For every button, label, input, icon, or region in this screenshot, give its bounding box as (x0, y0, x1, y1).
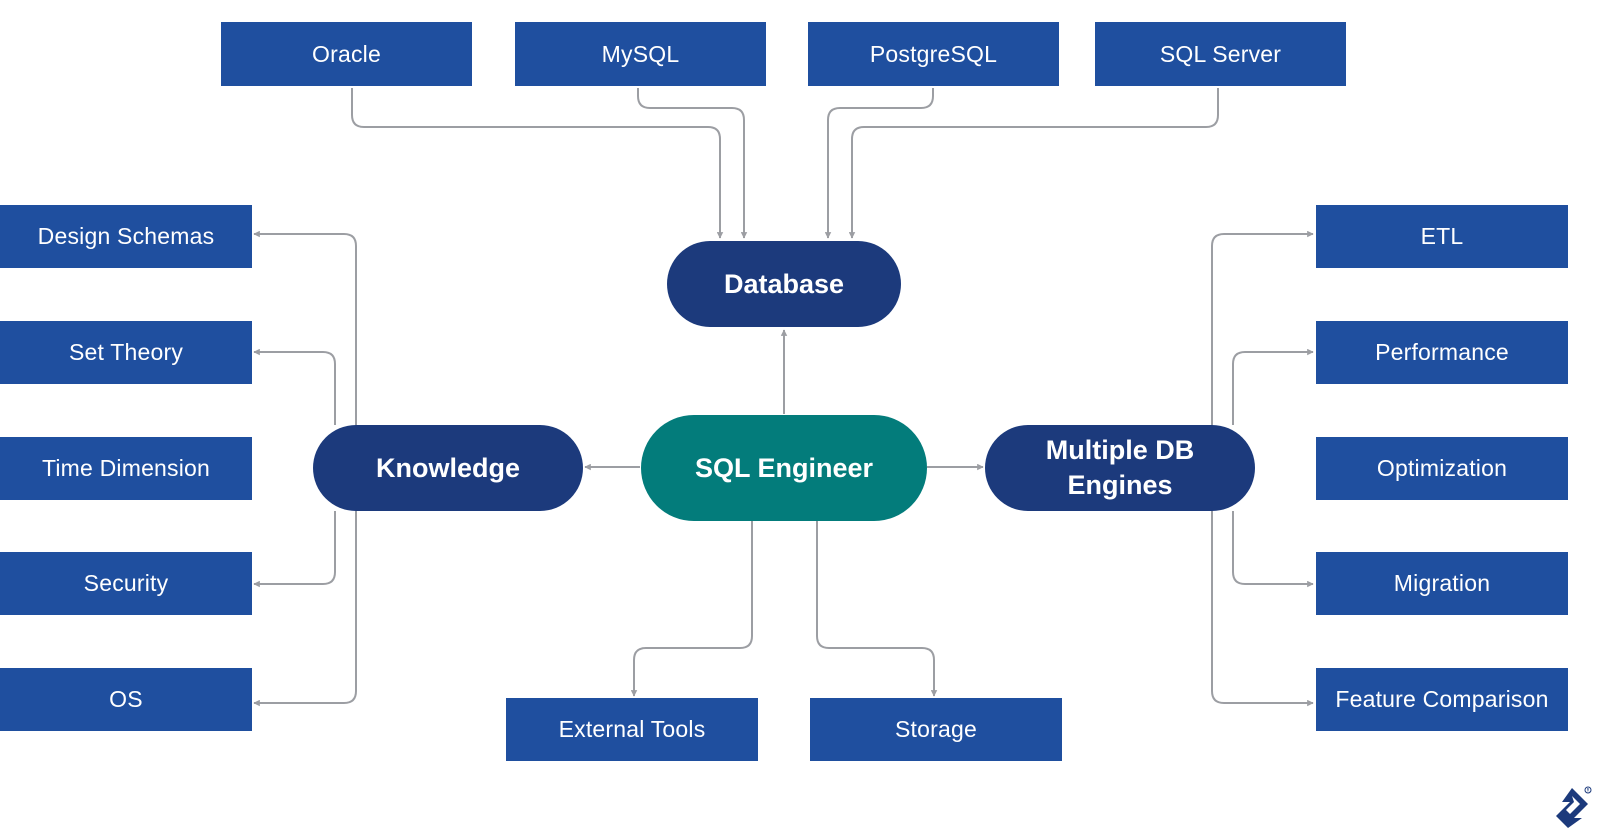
connector-engines-feature-comparison (1211, 511, 1314, 707)
node-mysql: MySQL (515, 22, 766, 86)
node-feature-comparison: Feature Comparison (1316, 668, 1568, 731)
node-time-dimension: Time Dimension (0, 437, 252, 500)
connector-postgresql-database (824, 88, 934, 239)
node-migration: Migration (1316, 552, 1568, 615)
node-performance: Performance (1316, 321, 1568, 384)
connector-engines-performance (1232, 348, 1314, 425)
connector-knowledge-os (253, 511, 357, 707)
svg-text:R: R (1587, 788, 1590, 793)
connector-sqlserver-database (848, 88, 1219, 239)
node-sql-server: SQL Server (1095, 22, 1346, 86)
node-set-theory: Set Theory (0, 321, 252, 384)
node-oracle: Oracle (221, 22, 472, 86)
node-optimization: Optimization (1316, 437, 1568, 500)
connector-engines-migration (1232, 511, 1314, 588)
node-etl: ETL (1316, 205, 1568, 268)
connector-knowledge-security (253, 511, 336, 588)
toptal-logo-icon: R (1556, 786, 1592, 828)
connector-oracle-database (351, 88, 724, 239)
node-os: OS (0, 668, 252, 731)
node-storage: Storage (810, 698, 1062, 761)
node-security: Security (0, 552, 252, 615)
connector-knowledge-design-schemas (253, 230, 357, 425)
node-external-tools: External Tools (506, 698, 758, 761)
connector-knowledge-set-theory (253, 348, 336, 425)
node-database: Database (667, 241, 901, 327)
node-multiple-db-engines: Multiple DB Engines (985, 425, 1255, 511)
connector-center-storage (816, 521, 938, 697)
connector-center-external-tools (630, 521, 753, 697)
node-design-schemas: Design Schemas (0, 205, 252, 268)
node-sql-engineer: SQL Engineer (641, 415, 927, 521)
connector-engines-etl (1211, 230, 1314, 425)
node-knowledge: Knowledge (313, 425, 583, 511)
node-postgresql: PostgreSQL (808, 22, 1059, 86)
connector-mysql-database (637, 88, 748, 239)
